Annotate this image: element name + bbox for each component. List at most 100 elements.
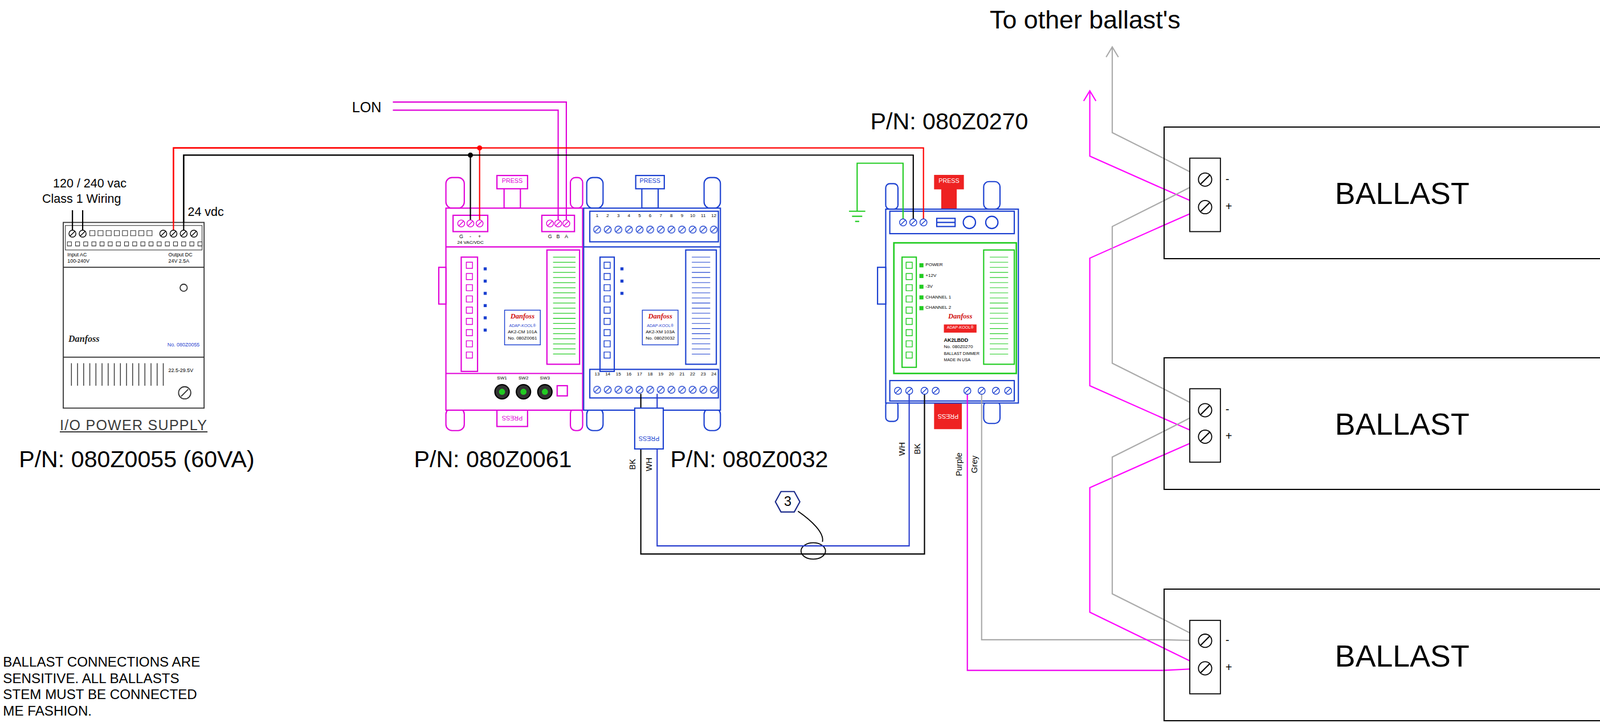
indicator-label: +12V [925,272,937,279]
origin-text: MADE IN USA [944,357,971,363]
indicator-label: CHANNEL 2 [925,304,951,310]
ballast-dimmer-drawing [983,181,1000,210]
ballast-dimmer-drawing [941,188,957,210]
ballast-dimmer-drawing [894,242,1017,374]
power-cable [173,148,480,223]
terminal-screw [180,230,187,238]
terminal-number: 19 [658,371,664,377]
terminal-screw [159,230,167,238]
ballast-dimmer-drawing [890,211,1015,234]
terminal-number: 20 [668,371,675,377]
wire [1112,201,1164,390]
ballast-terminal-block [1189,620,1221,695]
controller-module-drawing [438,175,583,431]
terminal-label: 24 VAC/VDC [456,239,484,246]
terminal-number: 9 [680,213,684,219]
terminal-number: 18 [647,371,653,377]
controller-module-drawing [460,256,478,372]
continuation-arrow [1083,90,1096,101]
terminal-screw [169,230,177,238]
terminal-wires [82,210,84,231]
terminal-wires [72,101,982,411]
switch-label: SW2 [518,375,529,381]
controller-module-drawing [495,384,510,399]
terminal-screw [79,230,87,238]
callout-leader [797,511,826,559]
power-supply-drawing [90,230,153,236]
terminal-label: - [469,233,472,240]
wire [981,402,1164,640]
io-module-drawing [704,407,721,431]
ballast-dimmer-drawing [934,401,962,429]
wire-color-label: BK [913,443,922,455]
power-supply-drawing [63,266,204,268]
power-supply: I/O POWER SUPPLYP/N: 080Z0055 (60VA) [63,222,204,408]
release-tab [634,407,664,450]
io-module-drawing [620,267,624,295]
ballast-name: BALLAST [1335,409,1470,440]
terminal-wires [923,393,925,403]
power-supply-drawing [67,241,202,246]
terminal-number: 24 [711,371,717,377]
terminal-wires [469,207,471,220]
terminal-screw [457,219,465,227]
terminal-screw [894,387,902,395]
controller-module-drawing [541,388,549,395]
terminal-label: + [478,233,481,240]
model-name: AK2LBDD [944,337,969,344]
polarity-sign: + [1225,660,1233,675]
part-number: P/N: 080Z0055 (60VA) [18,446,255,473]
controller-module-drawing [446,177,465,209]
controller-module-drawing [537,384,553,399]
callout-hexagon: 3 [774,490,802,513]
release-tab-label: PRESS [501,177,523,185]
power-supply-drawing [63,222,204,408]
continuation-arrow [1083,46,1164,189]
power-supply-drawing [181,389,189,397]
callout-number: 3 [784,495,792,509]
terminal-number: 23 [700,371,706,377]
model-number: No. 080Z0055 [167,341,200,348]
indicator-label: CHANNEL 1 [925,294,951,300]
ballast-dimmer-drawing [890,380,1015,402]
terminal-number: 1 [596,213,599,219]
controller-module-drawing [504,188,521,209]
controller-module-drawing [516,384,531,399]
product-line: ADAP-KOOL® [646,323,674,329]
release-tab-label: PRESS [639,177,661,185]
terminal-screw [964,387,971,395]
terminal-number: 8 [670,213,673,219]
model-name: AK2-CM 101A [507,329,537,335]
io-module-drawing [592,383,720,396]
terminal-screw [1004,387,1012,395]
bus-label: LON [352,99,382,116]
terminal-wires [392,109,558,220]
wire [1112,431,1164,620]
wire [173,148,924,223]
ballast-cable [1090,431,1164,649]
product-line: ADAP-KOOL® [508,323,536,329]
wire [967,402,1164,671]
continuation-arrow [1112,47,1164,158]
wire [1090,455,1164,648]
controller-module-drawing [570,407,583,431]
ballast-dimmer-drawing [885,401,898,422]
terminal-wires [923,209,925,220]
terminal-screw [466,219,474,227]
power-supply-drawing [63,356,204,358]
switch-label: SW1 [496,375,507,381]
controller-module-drawing [446,372,583,374]
power-cable [173,148,924,223]
terminal-screw [562,219,570,227]
controller-module-drawing [496,175,528,189]
terminal-wires [849,211,866,222]
ballast-dimmer-drawing [877,175,1019,429]
ballast-dimmer-drawing [936,218,955,227]
terminal-label: B [556,233,561,240]
wire-color-label: Purple [954,452,963,476]
ballast-terminal-block [1198,634,1212,648]
wire [173,148,480,223]
polarity-sign: - [1225,402,1230,416]
io-module-drawing [641,188,659,209]
controller-module-drawing [446,207,583,411]
